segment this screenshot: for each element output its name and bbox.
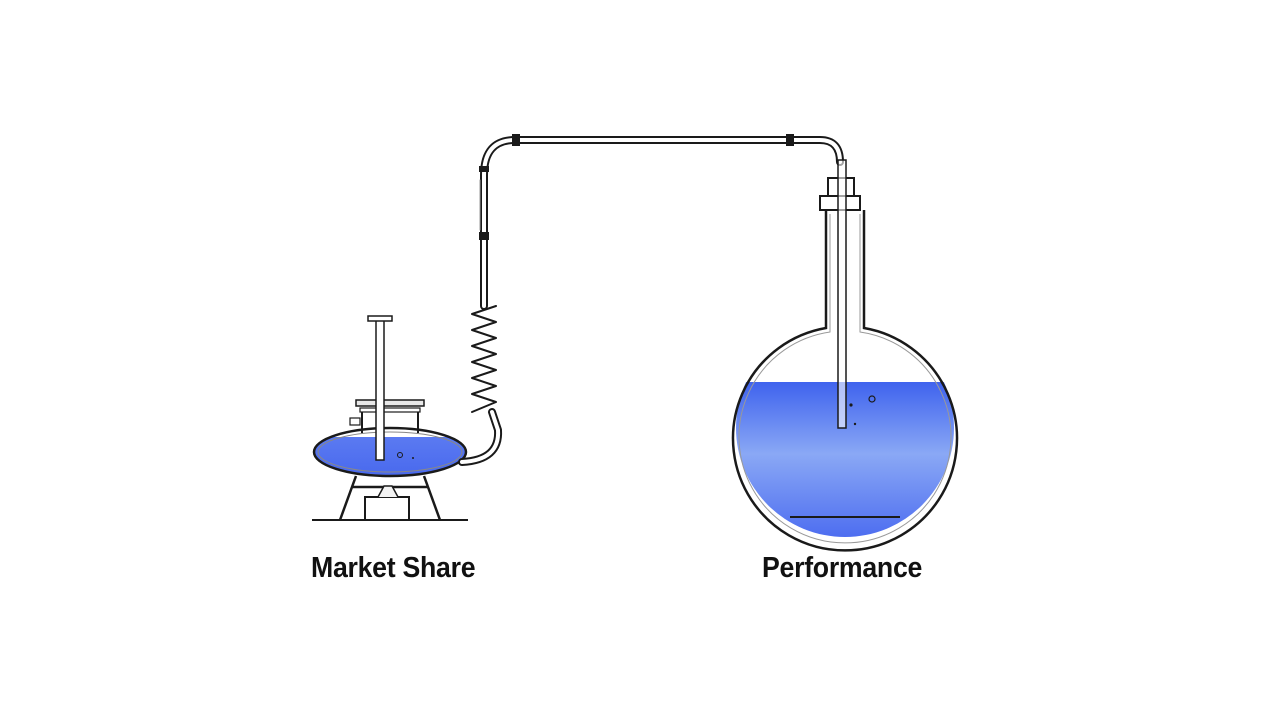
right-vessel	[731, 159, 959, 552]
left-vessel	[312, 315, 468, 521]
label-market-share: Market Share	[311, 552, 476, 584]
left-rod	[375, 319, 385, 461]
burner	[364, 485, 410, 521]
label-performance: Performance	[762, 552, 923, 584]
right-flask	[731, 210, 959, 552]
condenser-coil	[471, 305, 497, 413]
connecting-tube	[458, 134, 844, 466]
left-bowl	[312, 426, 468, 478]
